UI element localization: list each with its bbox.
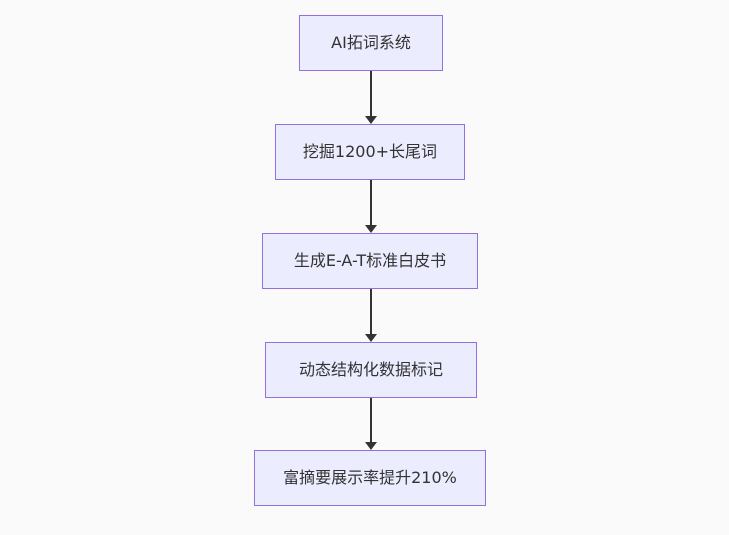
flowchart-node-structured-data-markup: 动态结构化数据标记 (265, 342, 477, 398)
node-label: 生成E-A-T标准白皮书 (293, 251, 447, 270)
edge-line-2 (370, 180, 372, 225)
node-label: 挖掘1200+长尾词 (302, 142, 438, 161)
flowchart-node-rich-snippet-result: 富摘要展示率提升210% (254, 450, 486, 506)
arrowhead-down-icon (365, 225, 377, 233)
arrowhead-down-icon (365, 334, 377, 342)
node-label: 动态结构化数据标记 (298, 360, 443, 379)
edge-line-3 (370, 289, 372, 334)
edge-line-4 (370, 398, 372, 442)
flowchart-node-ai-expansion-system: AI拓词系统 (299, 15, 443, 71)
node-label: AI拓词系统 (331, 33, 411, 52)
arrowhead-down-icon (365, 442, 377, 450)
arrowhead-down-icon (365, 116, 377, 124)
node-label: 富摘要展示率提升210% (283, 468, 457, 487)
edge-line-1 (370, 71, 372, 116)
flowchart-node-longtail-mining: 挖掘1200+长尾词 (275, 124, 465, 180)
flowchart-node-eat-whitepaper: 生成E-A-T标准白皮书 (262, 233, 478, 289)
